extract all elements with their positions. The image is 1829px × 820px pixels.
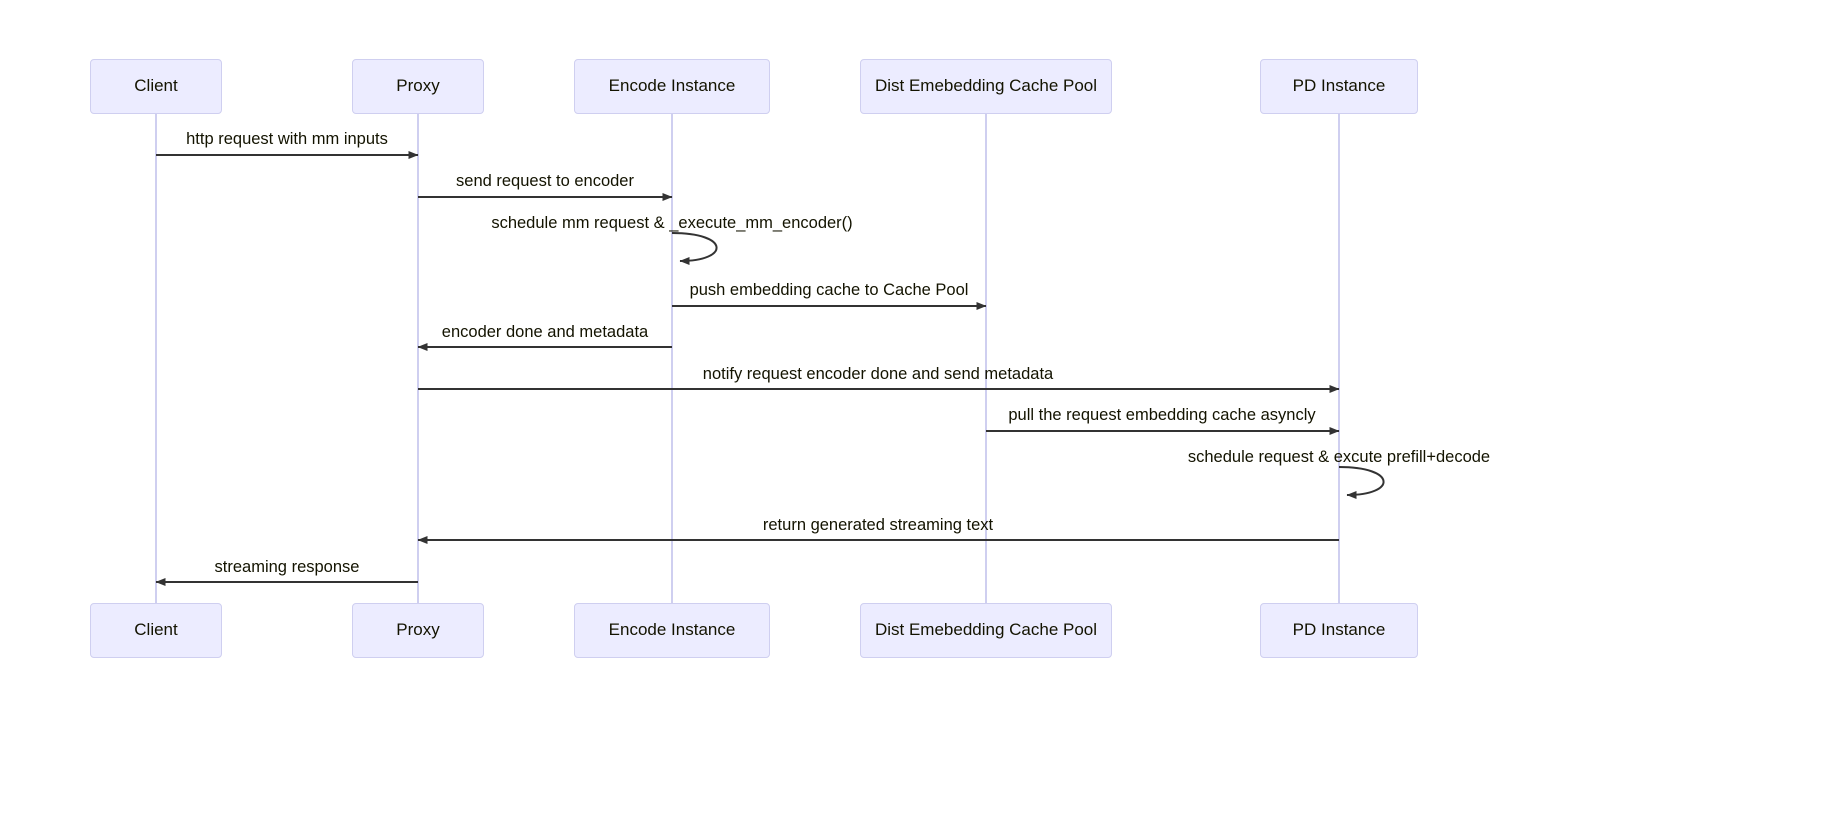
message-label-5: encoder done and metadata [441, 323, 649, 341]
message-label-9: return generated streaming text [762, 516, 994, 534]
message-label-8: schedule request & excute prefill+decode [1187, 448, 1491, 466]
actor-box-encode-bottom[interactable]: Encode Instance [574, 603, 770, 658]
actor-box-pd-top[interactable]: PD Instance [1260, 59, 1418, 114]
self-message-pd [1338, 466, 1385, 499]
actor-box-cache-top[interactable]: Dist Emebedding Cache Pool [860, 59, 1112, 114]
actor-label: Encode Instance [608, 76, 736, 96]
messages-group [155, 151, 1385, 586]
lifelines-group [155, 114, 1340, 603]
actor-box-proxy-bottom[interactable]: Proxy [352, 603, 484, 658]
actor-box-client-bottom[interactable]: Client [90, 603, 222, 658]
message-label-7: pull the request embedding cache asyncly [1008, 406, 1316, 424]
message-label-3: schedule mm request & _execute_mm_encode… [491, 214, 853, 232]
actor-label: PD Instance [1292, 620, 1386, 640]
actor-box-cache-bottom[interactable]: Dist Emebedding Cache Pool [860, 603, 1112, 658]
actor-box-client-top[interactable]: Client [90, 59, 222, 114]
actor-box-proxy-top[interactable]: Proxy [352, 59, 484, 114]
actor-box-pd-bottom[interactable]: PD Instance [1260, 603, 1418, 658]
message-label-2: send request to encoder [456, 172, 634, 190]
actor-label: Client [134, 76, 178, 96]
message-label-4: push embedding cache to Cache Pool [689, 281, 969, 299]
actor-label: Dist Emebedding Cache Pool [874, 76, 1098, 96]
message-label-6: notify request encoder done and send met… [702, 365, 1054, 383]
message-label-1: http request with mm inputs [186, 130, 388, 148]
actor-label: Proxy [396, 76, 440, 96]
actor-label: PD Instance [1292, 76, 1386, 96]
self-message-encode [671, 232, 718, 265]
actor-label: Client [134, 620, 178, 640]
message-label-10: streaming response [214, 558, 360, 576]
actor-box-encode-top[interactable]: Encode Instance [574, 59, 770, 114]
actor-label: Encode Instance [608, 620, 736, 640]
actor-label: Proxy [396, 620, 440, 640]
actor-label: Dist Emebedding Cache Pool [874, 620, 1098, 640]
